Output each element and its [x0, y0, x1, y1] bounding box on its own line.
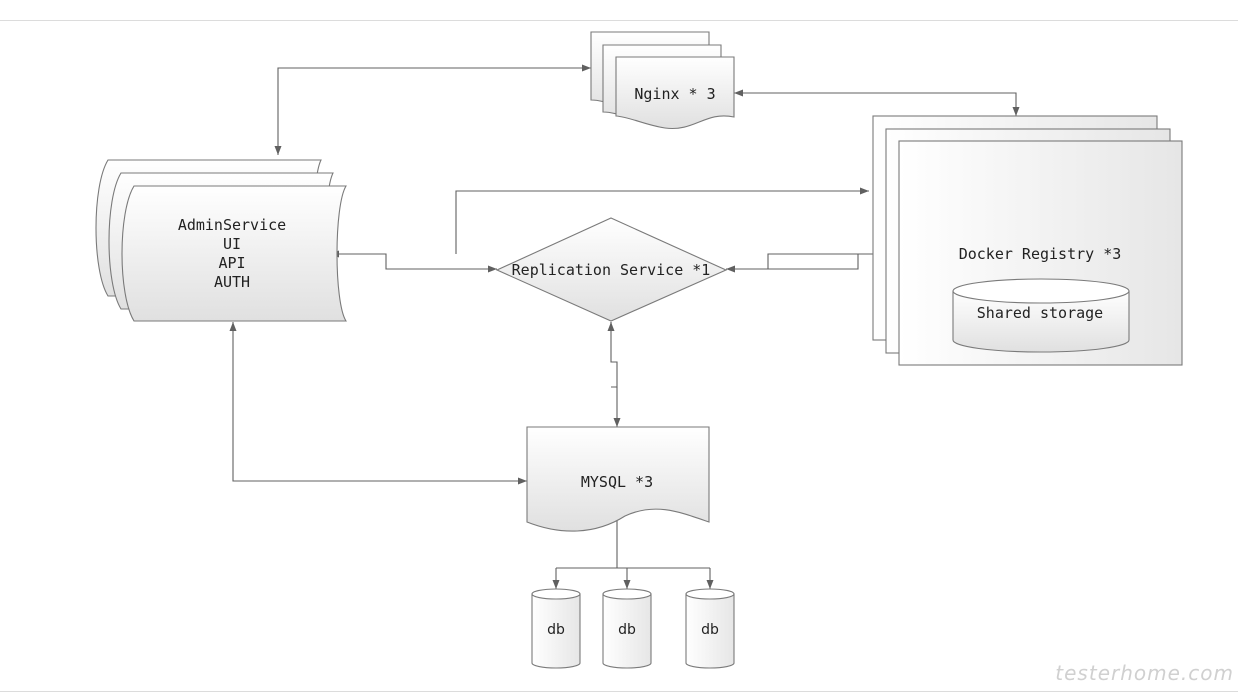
mysql-label: MYSQL *3 — [581, 473, 653, 491]
docker-registry-label: Docker Registry *3 — [959, 245, 1122, 263]
db-node-3: db — [685, 588, 735, 669]
edge-nginx-docker — [734, 89, 1020, 116]
edge-admin-docker — [455, 187, 869, 254]
nginx-node: Nginx * 3 — [590, 31, 735, 130]
shared-storage-label: Shared storage — [977, 304, 1103, 322]
db-node-2: db — [602, 588, 652, 669]
db-label-1: db — [547, 622, 565, 638]
db-label-2: db — [618, 622, 636, 638]
replication-service-node: Replication Service *1 — [495, 217, 728, 322]
admin-service-title: AdminService — [178, 216, 286, 234]
admin-service-node: AdminService UI API AUTH — [95, 159, 347, 322]
edges — [229, 64, 1020, 589]
admin-service-ui: UI — [223, 235, 241, 253]
mysql-node: MYSQL *3 — [526, 426, 710, 532]
edge-admin-nginx — [274, 64, 591, 155]
db-label-3: db — [701, 622, 719, 638]
admin-service-api: API — [218, 254, 245, 272]
db-node-1: db — [531, 588, 581, 669]
nginx-label: Nginx * 3 — [634, 85, 715, 103]
edge-replication-docker — [726, 250, 898, 273]
shared-storage-node: Shared storage — [952, 278, 1130, 353]
edge-replication-mysql-bracket — [610, 322, 618, 388]
edge-replication-docker-bracket — [768, 254, 859, 270]
edge-admin-replication — [330, 250, 497, 273]
watermark: testerhome.com — [1055, 661, 1234, 685]
edge-admin-mysql — [229, 322, 527, 485]
admin-service-auth: AUTH — [214, 273, 250, 291]
replication-service-label: Replication Service *1 — [512, 261, 711, 279]
